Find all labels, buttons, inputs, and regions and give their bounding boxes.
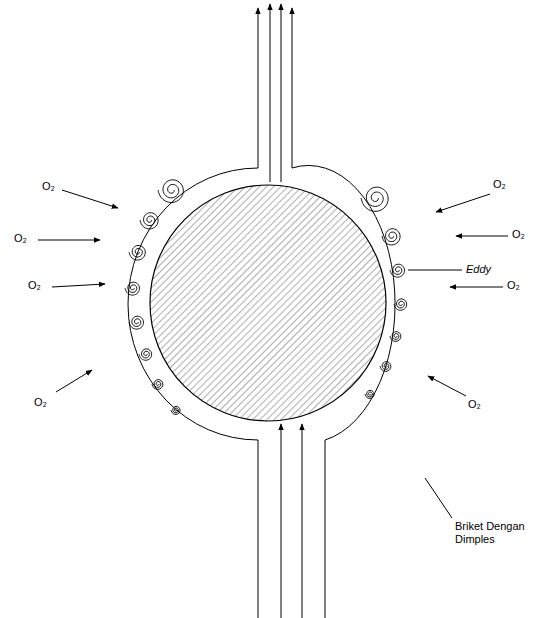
eddy-spiral [129,316,143,329]
oxygen-arrows [38,190,508,396]
eddy-spiral [380,362,391,372]
flow-lines [128,4,395,618]
oxygen-arrow [38,240,100,241]
eddy-spiral [365,390,374,398]
leader-line [408,270,462,271]
oxygen-arrow [56,370,92,392]
briquette [150,185,386,421]
eddies [125,180,407,415]
oxygen-label: O₂ [14,232,27,245]
eddy-spiral [394,299,407,310]
oxygen-arrow [62,190,118,208]
eddy-spiral [171,406,180,414]
oxygen-label: O₂ [42,180,55,193]
eddy-spiral [140,213,158,229]
briquette-label: Briket Dengan Dimples [455,520,531,546]
oxygen-arrow [52,284,105,287]
eddy-spiral [129,245,145,260]
oxygen-arrow [456,236,508,237]
leader-line [425,478,452,518]
eddy-spiral [125,282,139,295]
flow-line [270,4,271,182]
oxygen-label: O₂ [507,279,520,292]
flow-line [292,8,395,618]
flow-line [281,424,282,618]
eddy-spiral [152,380,163,390]
oxygen-label: O₂ [493,178,506,191]
eddy-spiral [361,187,388,211]
oxygen-arrow [428,376,466,396]
oxygen-label: O₂ [28,279,41,292]
oxygen-label: O₂ [34,396,47,409]
eddy-spiral [382,229,400,245]
oxygen-label: O₂ [468,398,481,411]
oxygen-arrow [436,194,490,212]
eddy-spiral [390,332,401,342]
eddy-spiral [390,264,404,277]
oxygen-arrow [450,287,503,288]
flow-line [302,424,303,618]
flow-line [128,8,258,618]
eddy-spiral [158,180,183,203]
eddy-spiral [139,349,152,360]
oxygen-label: O₂ [512,228,525,241]
flow-line [281,4,282,182]
eddy-label: Eddy [466,263,491,276]
